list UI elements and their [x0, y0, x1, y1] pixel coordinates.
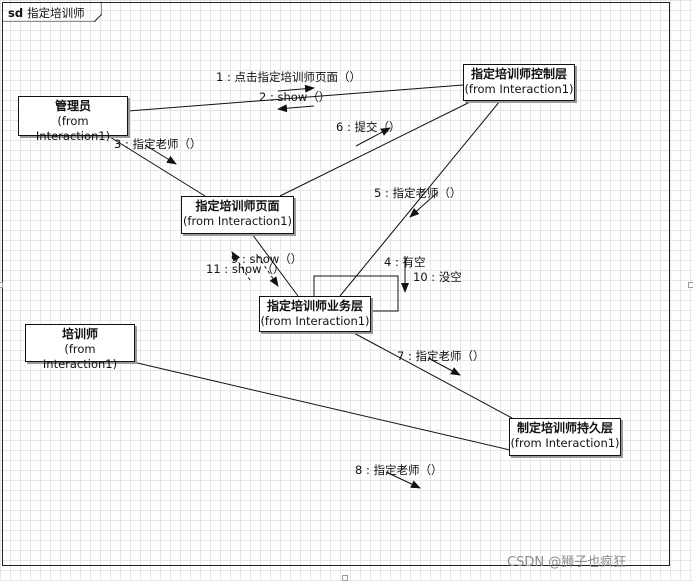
arrow-m6 — [355, 127, 391, 147]
message-1-label[interactable]: 1 : 点击指定培训师页面（） — [216, 70, 362, 84]
object-persistence-name: 制定培训师持久层 — [516, 421, 613, 435]
message-7-label[interactable]: 7 : 指定老师（） — [397, 349, 485, 363]
arrow-m9 — [257, 255, 279, 287]
message-2-label[interactable]: 2 : show（） — [259, 90, 331, 104]
frame-keyword: sd — [8, 6, 24, 20]
object-controller[interactable]: 指定培训师控制层 (from Interaction1) — [463, 64, 575, 101]
object-page-name: 指定培训师页面 — [195, 199, 280, 213]
watermark: CSDN @狮子也疯狂 — [507, 555, 627, 570]
object-admin-source: (from Interaction1) — [35, 114, 111, 143]
frame-tab-outline — [2, 2, 102, 22]
arrow-m1 — [277, 84, 315, 93]
frame-name: 指定培训师 — [27, 6, 85, 20]
message-6-label[interactable]: 6 : 提交（） — [336, 120, 401, 134]
link-trainer-persistence — [132, 361, 511, 451]
object-admin-name: 管理员 — [54, 99, 91, 113]
link-admin-controller — [127, 84, 464, 112]
object-service-name: 指定培训师业务层 — [266, 299, 363, 313]
object-trainer-source: (from Interaction1) — [42, 342, 118, 371]
object-trainer-name: 培训师 — [61, 327, 98, 341]
object-service[interactable]: 指定培训师业务层 (from Interaction1) — [259, 296, 371, 332]
arrow-m8 — [385, 471, 421, 489]
object-admin[interactable]: 管理员 (from Interaction1) — [18, 96, 128, 143]
message-3-label[interactable]: 3 : 指定老师（） — [114, 137, 202, 151]
message-5-label[interactable]: 5 : 指定老师（） — [374, 186, 462, 200]
object-controller-name: 指定培训师控制层 — [470, 67, 567, 81]
object-controller-source: (from Interaction1) — [464, 82, 574, 96]
left-edge-handle[interactable] — [0, 282, 3, 288]
message-10-label[interactable]: 10 : 没空 — [413, 270, 462, 284]
link-page-service — [251, 233, 299, 297]
right-edge-handle[interactable] — [688, 282, 693, 288]
link-page-controller — [279, 99, 475, 197]
object-page-source: (from Interaction1) — [182, 214, 293, 228]
link-controller-service — [339, 100, 501, 297]
arrow-m5 — [409, 191, 439, 218]
object-persistence[interactable]: 制定培训师持久层 (from Interaction1) — [509, 418, 621, 456]
arrow-m7 — [427, 357, 461, 376]
service-self-loop — [313, 275, 399, 312]
object-service-source: (from Interaction1) — [260, 314, 370, 328]
link-admin-page — [109, 136, 206, 197]
message-8-label[interactable]: 8 : 指定老师（） — [355, 463, 443, 477]
message-4-label[interactable]: 4 : 有空 — [384, 255, 426, 269]
message-11-label[interactable]: 11 : show（） — [206, 262, 285, 276]
object-trainer[interactable]: 培训师 (from Interaction1) — [25, 324, 135, 371]
link-service-persistence — [351, 331, 513, 419]
object-page[interactable]: 指定培训师页面 (from Interaction1) — [181, 196, 294, 234]
arrow-m3 — [144, 144, 177, 165]
arrow-m2 — [277, 104, 315, 113]
message-9-label[interactable]: 9 : show（） — [231, 252, 303, 266]
object-persistence-source: (from Interaction1) — [510, 436, 620, 450]
